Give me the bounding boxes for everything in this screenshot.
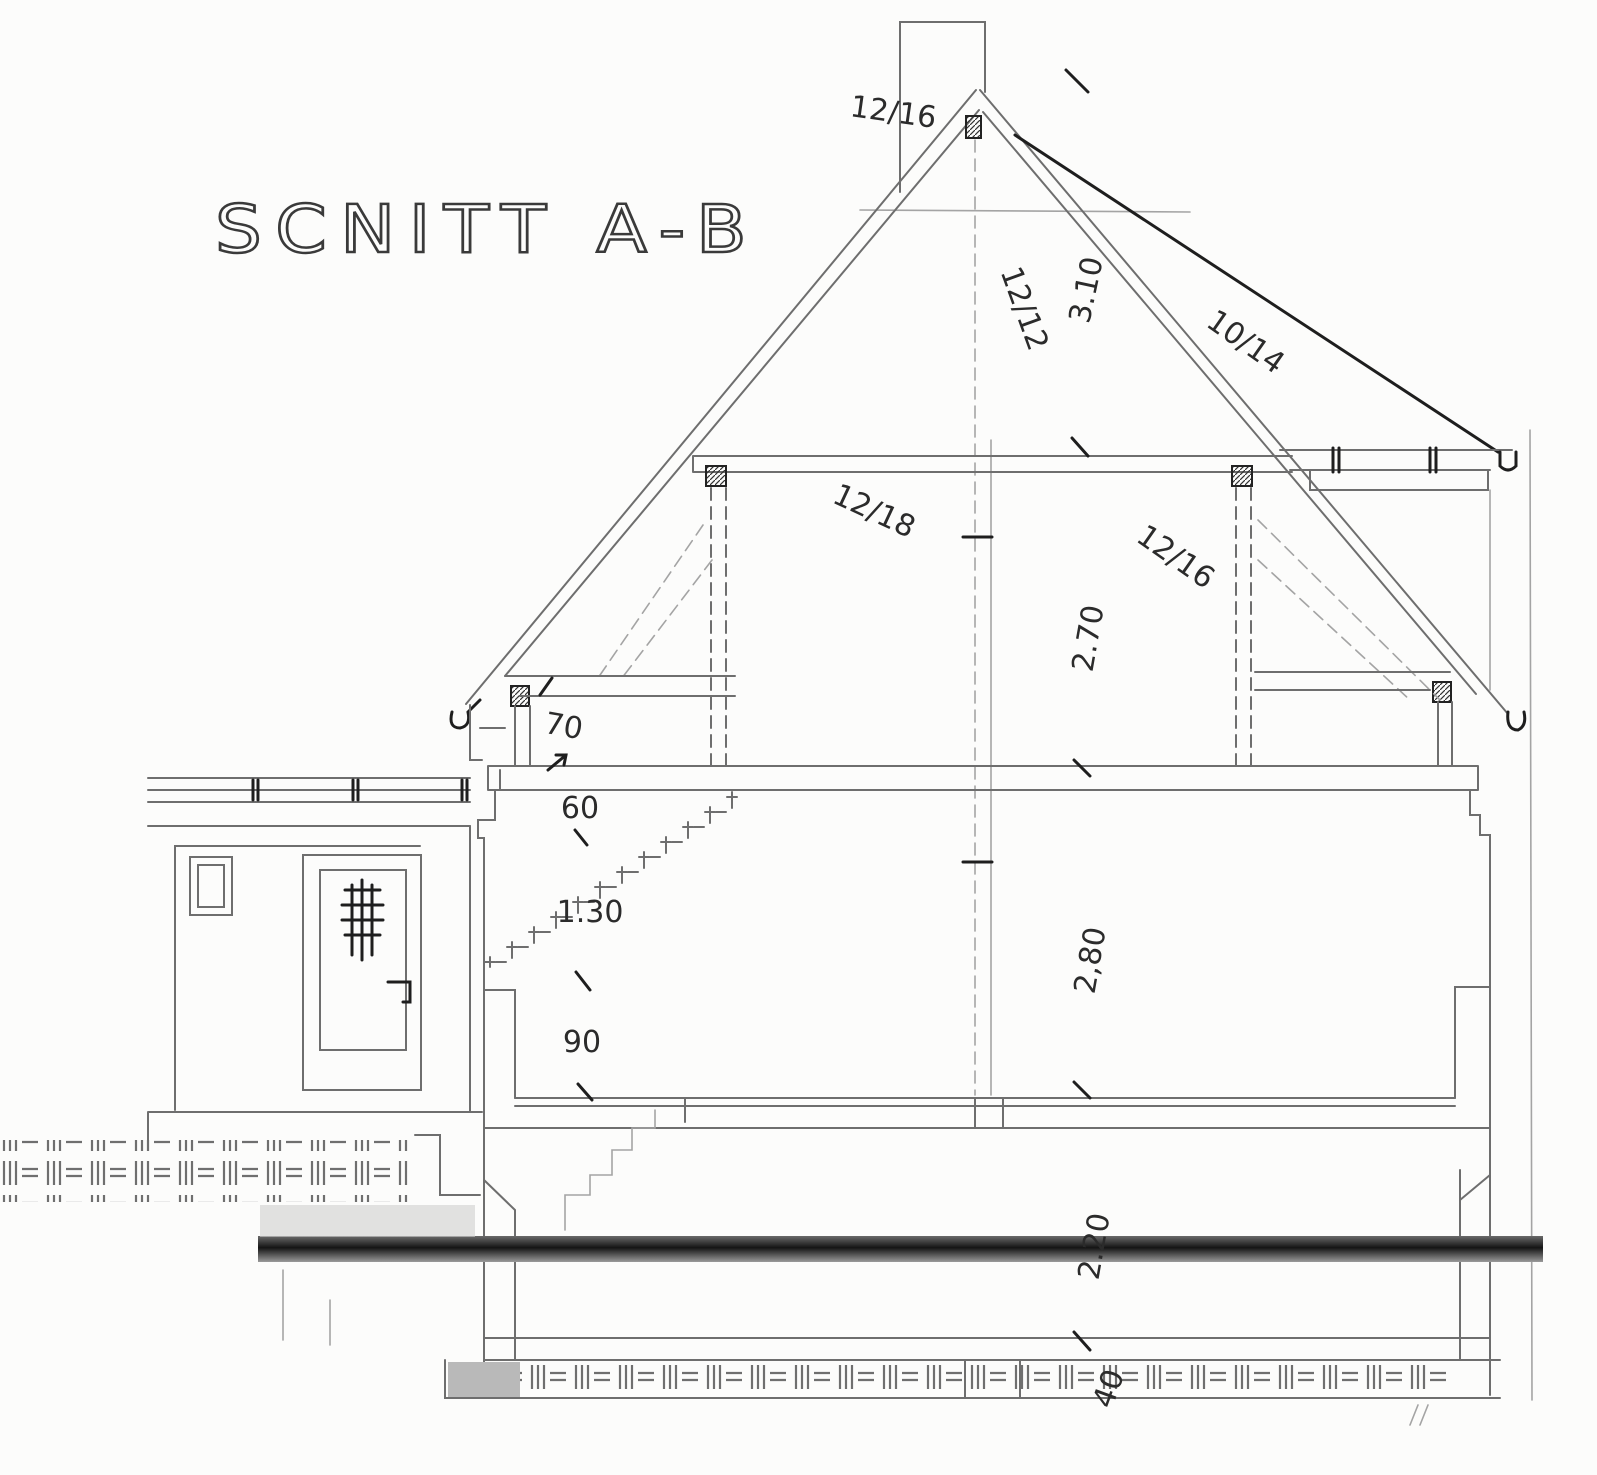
label-floor-height: 2,80	[1068, 924, 1114, 996]
annex-foundation	[414, 1134, 481, 1196]
roof-right-slope	[979, 89, 1509, 715]
label-attic-height: 2.70	[1066, 602, 1112, 674]
annex-window	[189, 856, 233, 916]
annex-base	[147, 1111, 483, 1141]
post-left	[710, 487, 727, 767]
dimension-slashes	[573, 436, 1092, 1352]
upper-roof-line	[1013, 133, 1500, 454]
annex-roof	[147, 777, 471, 827]
gutter-right-eave	[1506, 710, 1527, 732]
knee-rail-left	[504, 675, 736, 767]
post-right	[1235, 487, 1252, 767]
center-footing	[974, 1097, 1004, 1129]
door-handle	[386, 980, 412, 1004]
label-collar-beam: 12/18	[827, 477, 920, 545]
foundation-hatching	[520, 1362, 1450, 1397]
eave-cornice-right	[1279, 449, 1513, 491]
gutter-right	[1498, 450, 1518, 472]
roof-left-slope	[465, 89, 980, 705]
wall-right	[1469, 789, 1491, 1131]
knee-rail-right	[1254, 671, 1453, 767]
drawing-title: SCNITT A-B	[215, 191, 760, 268]
brace-left	[597, 524, 713, 679]
ridge-tick	[1064, 68, 1090, 94]
label-timber-top: 12/16	[848, 89, 938, 136]
annex-door-panel	[319, 869, 407, 1051]
purlin-right	[1231, 465, 1253, 487]
height-marks	[961, 535, 994, 864]
chimney	[899, 21, 986, 193]
annex-wall	[174, 825, 471, 1113]
ground-smudge	[260, 1205, 475, 1237]
label-purlin-right: 12/16	[1130, 518, 1221, 596]
label-knee-wall: 70	[542, 706, 586, 747]
label-king-post: 12/12	[993, 262, 1055, 355]
ground-hatching-left	[0, 1140, 410, 1202]
wall-left-inner	[483, 989, 516, 1099]
label-basement-height: 2.20	[1072, 1210, 1118, 1282]
eave-wall-left	[469, 704, 506, 761]
door-glazing	[340, 878, 385, 962]
label-parapet: 90	[563, 1025, 601, 1060]
wall-left	[477, 789, 496, 1131]
foot-purlin-right	[1432, 681, 1452, 703]
purlin-left	[705, 465, 727, 487]
label-rafter: 10/14	[1200, 303, 1291, 381]
collar-beam	[692, 455, 1293, 473]
ground-floor-slab	[483, 1097, 1491, 1129]
roof-guide-line	[859, 209, 1191, 213]
basement-stair	[564, 1109, 656, 1231]
paper-tear-shadow	[258, 1236, 1543, 1262]
brace-right	[1257, 519, 1441, 701]
foundation-marks	[282, 1269, 1429, 1426]
label-stair-rise: 1.30	[557, 895, 624, 930]
foundation-shade	[448, 1362, 520, 1397]
dimension-arrows	[538, 676, 568, 772]
stair-upper	[484, 791, 738, 968]
annex-roof-marks	[251, 778, 469, 802]
annex-window-pane	[197, 864, 225, 908]
attic-floor	[487, 765, 1479, 791]
cornice-marks	[1331, 446, 1438, 474]
ridge-purlin	[965, 115, 982, 139]
foundation-footing	[964, 1359, 1021, 1399]
label-ridge-height: 3.10	[1063, 254, 1111, 327]
dimension-labels: 12/16 12/12 3.10 10/14 12/18 12/16 2.70 …	[542, 89, 1291, 1412]
label-stair-landing: 60	[561, 791, 599, 826]
wall-right-inner	[1454, 986, 1491, 1099]
annex-door	[302, 854, 422, 1091]
